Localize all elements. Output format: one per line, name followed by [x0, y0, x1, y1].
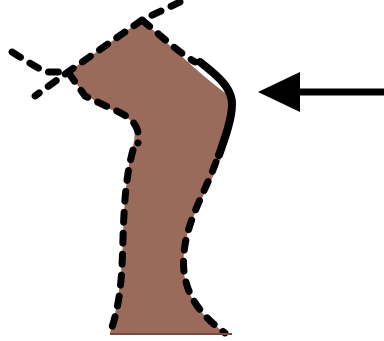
left-arrow-icon — [258, 72, 384, 112]
